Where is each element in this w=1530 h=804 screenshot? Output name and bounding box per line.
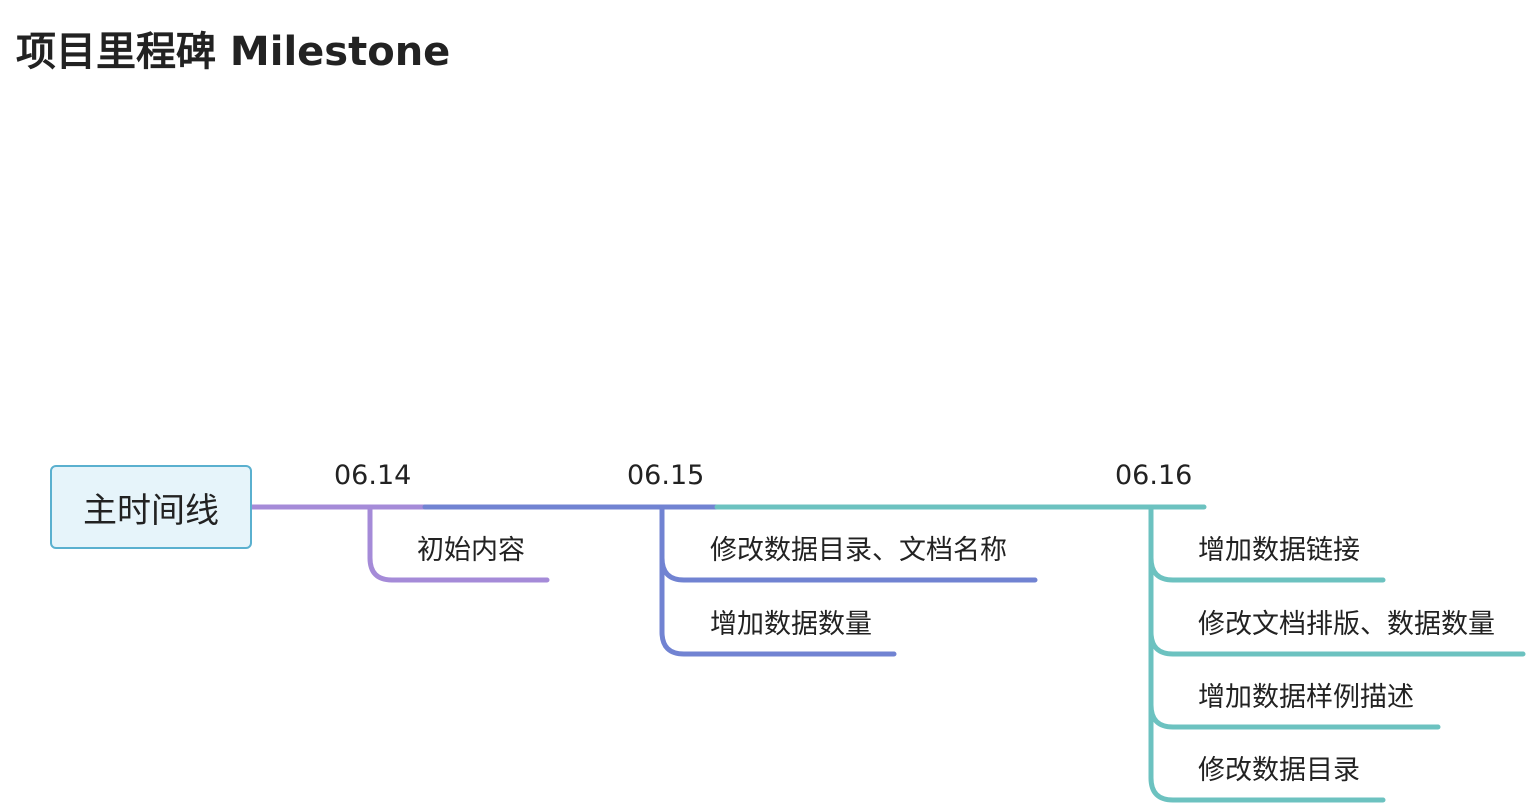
milestone-date-0616[interactable]: 06.16	[1115, 460, 1193, 491]
milestone-date-0615[interactable]: 06.15	[627, 460, 705, 491]
milestone-item[interactable]: 增加数据样例描述	[1198, 682, 1414, 713]
milestone-item[interactable]: 初始内容	[417, 535, 525, 566]
branch-connector-0614-1	[367, 504, 550, 583]
root-node-label: 主时间线	[83, 490, 219, 531]
milestone-date-0614[interactable]: 06.14	[334, 460, 412, 491]
milestone-item[interactable]: 修改文档排版、数据数量	[1198, 609, 1495, 640]
milestone-item[interactable]: 增加数据数量	[710, 609, 872, 640]
branch-connector-0615-2	[659, 504, 897, 657]
milestone-item[interactable]: 修改数据目录、文档名称	[710, 535, 1007, 566]
milestone-item[interactable]: 修改数据目录	[1198, 755, 1360, 786]
milestone-item[interactable]: 增加数据链接	[1198, 535, 1360, 566]
branch-connector-0616-4	[1148, 504, 1386, 803]
page-title: 项目里程碑 Milestone	[16, 29, 451, 75]
root-node[interactable]: 主时间线	[50, 465, 252, 549]
